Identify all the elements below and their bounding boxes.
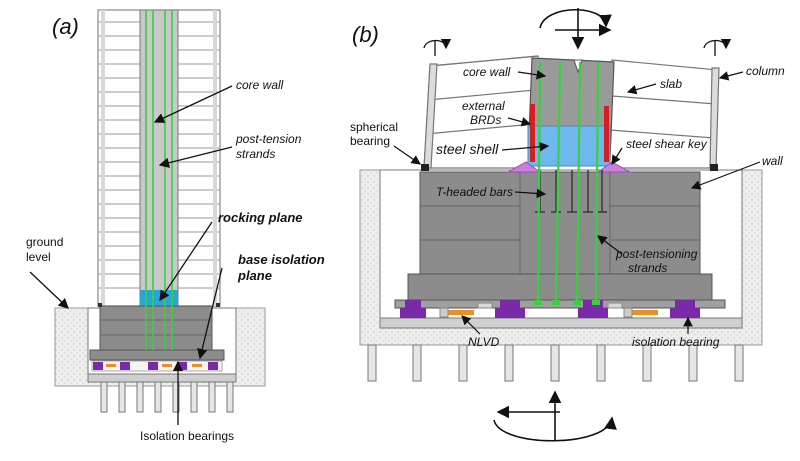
nlvd-dampers-b bbox=[439, 302, 658, 318]
label-t-headed-bars-b: T-headed bars bbox=[436, 185, 513, 199]
panel-b-label: (b) bbox=[352, 22, 379, 47]
panel-a bbox=[29, 9, 266, 425]
label-ground-a: ground bbox=[26, 235, 63, 249]
label-bearing-b: bearing bbox=[350, 134, 390, 148]
base-mat-a bbox=[99, 305, 213, 351]
label-slab-b: slab bbox=[660, 77, 682, 91]
rocking-moment-top bbox=[539, 8, 612, 50]
external-brd-right bbox=[604, 106, 609, 162]
panel-a-label: (a) bbox=[52, 14, 79, 39]
label-level-a: level bbox=[26, 250, 51, 264]
piles-a bbox=[100, 381, 234, 413]
base-slab-b bbox=[407, 273, 713, 301]
moment-right-icon bbox=[703, 38, 732, 56]
label-column-b: column bbox=[746, 64, 785, 78]
label-wall-b: wall bbox=[762, 154, 783, 168]
label-steel-shell-b: steel shell bbox=[436, 141, 499, 157]
external-brd-left bbox=[530, 104, 535, 162]
label-spherical-b: spherical bbox=[350, 120, 398, 134]
moment-left-icon bbox=[423, 38, 452, 56]
label-core-wall-a: core wall bbox=[236, 78, 284, 92]
label-nlvd-b: NLVD bbox=[468, 335, 500, 349]
label-plane-a: plane bbox=[237, 268, 272, 283]
label-external-b: external bbox=[462, 99, 505, 113]
panel-b bbox=[359, 8, 763, 442]
isolation-bearings-a bbox=[91, 360, 223, 372]
label-post-tension-a: post-tension bbox=[235, 132, 302, 146]
post-tension-strands-b bbox=[536, 61, 600, 305]
label-brds-b: BRDs bbox=[470, 113, 501, 127]
label-strands-b: strands bbox=[628, 261, 667, 275]
label-isolation-bearing-b: isolation bearing bbox=[632, 335, 720, 349]
ground-motion-bottom bbox=[493, 390, 617, 442]
label-strands-a: strands bbox=[236, 147, 275, 161]
shear-key-left bbox=[506, 161, 542, 173]
shear-key-right bbox=[596, 161, 632, 173]
piles-b bbox=[367, 344, 744, 382]
label-rocking-plane-a: rocking plane bbox=[218, 210, 303, 225]
label-isolation-bearings-a: Isolation bearings bbox=[140, 429, 234, 443]
basement-block-b bbox=[419, 171, 701, 275]
label-core-wall-b: core wall bbox=[463, 65, 511, 79]
label-steel-shear-key-b: steel shear key bbox=[626, 137, 708, 151]
isolation-slab-a bbox=[89, 349, 225, 361]
label-post-tensioning-b: post-tensioning bbox=[615, 247, 698, 261]
label-base-isolation-a: base isolation bbox=[238, 252, 325, 267]
